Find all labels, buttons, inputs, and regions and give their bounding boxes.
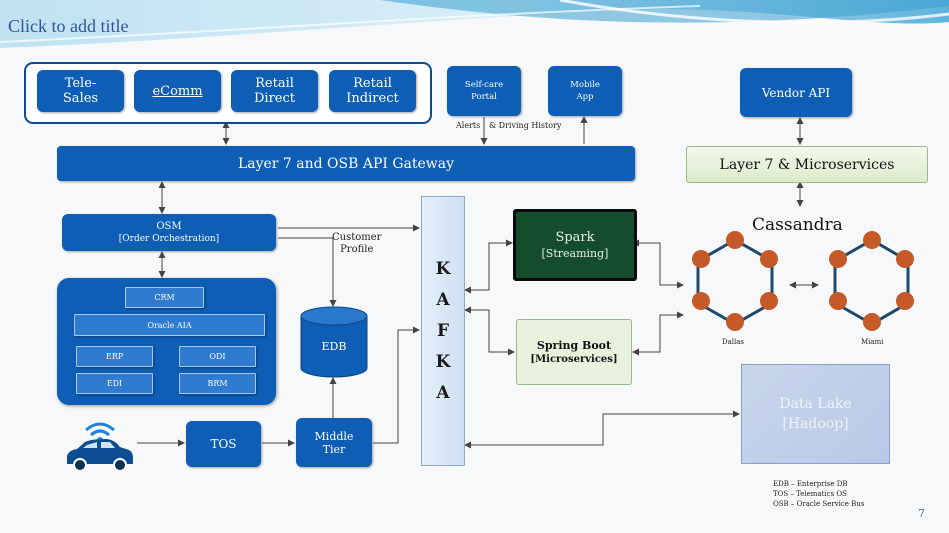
api-gateway[interactable]: Layer 7 and OSB API Gateway (57, 146, 635, 181)
header-wave-decoration (0, 0, 949, 60)
edi-box[interactable]: EDI (76, 373, 153, 394)
osm-box[interactable]: OSM [Order Orchestration] (62, 214, 276, 251)
crm-box[interactable]: CRM (125, 287, 204, 308)
kafka-bus[interactable]: K A F K A (421, 196, 465, 466)
odi-box[interactable]: ODI (179, 346, 256, 367)
dallas-label: Dallas (722, 338, 745, 346)
abbreviation-legend: EDB – Enterprise DB TOS – Telematics OS … (773, 479, 864, 509)
channel-tele-sales[interactable]: Tele- Sales (37, 70, 124, 112)
self-care-portal[interactable]: Self-care Portal (447, 66, 521, 116)
alerts-label: Alerts (456, 121, 481, 130)
kafka-letter: A (436, 382, 450, 403)
middle-tier-box[interactable]: Middle Tier (296, 418, 372, 467)
tos-box[interactable]: TOS (186, 421, 261, 467)
channel-retail-indirect[interactable]: Retail Indirect (329, 70, 416, 112)
spring-boot-box[interactable]: Spring Boot [Microservices] (516, 319, 632, 385)
miami-label: Miami (861, 338, 884, 346)
channel-ecomm[interactable]: eComm (134, 70, 221, 112)
osm-title: OSM (156, 220, 182, 232)
data-lake-box[interactable]: Data Lake [Hadoop] (741, 364, 890, 464)
channel-retail-direct[interactable]: Retail Direct (231, 70, 318, 112)
cassandra-label: Cassandra (752, 215, 843, 235)
spark-subtitle: [Streaming] (541, 247, 609, 260)
mobile-app[interactable]: Mobile App (548, 66, 622, 116)
kafka-letter: K (435, 258, 451, 279)
spark-streaming-box[interactable]: Spark [Streaming] (513, 209, 637, 281)
edb-label: EDB (321, 340, 347, 353)
erp-box[interactable]: ERP (76, 346, 153, 367)
kafka-letter: F (436, 320, 450, 341)
kafka-letter: K (435, 351, 451, 372)
legend-item: OSB – Oracle Service Bus (773, 500, 865, 508)
driving-history-label: & Driving History (489, 121, 562, 130)
brm-box[interactable]: BRM (179, 373, 256, 394)
data-lake-title: Data Lake (779, 396, 852, 412)
edb-database-icon[interactable] (299, 306, 369, 380)
page-number: 7 (918, 507, 925, 520)
spring-boot-title: Spring Boot (536, 338, 612, 352)
miami-ring-icon[interactable] (829, 231, 914, 331)
spark-title: Spark (555, 230, 595, 245)
customer-profile-label: Customer Profile (332, 232, 382, 255)
legend-item: EDB – Enterprise DB (773, 480, 848, 488)
kafka-letter: A (436, 289, 450, 310)
connected-car-icon (67, 422, 133, 472)
osm-subtitle: [Order Orchestration] (118, 233, 220, 244)
oracle-aia-box[interactable]: Oracle AIA (74, 314, 265, 336)
dallas-ring-icon[interactable] (692, 231, 778, 331)
legend-item: TOS – Telematics OS (773, 490, 847, 498)
data-lake-subtitle: [Hadoop] (782, 416, 849, 432)
slide-title[interactable]: Click to add title (8, 16, 129, 36)
spring-boot-subtitle: [Microservices] (530, 353, 618, 365)
layer7-microservices[interactable]: Layer 7 & Microservices (686, 146, 928, 183)
cassandra-clusters (692, 231, 914, 331)
vendor-api[interactable]: Vendor API (740, 68, 852, 117)
